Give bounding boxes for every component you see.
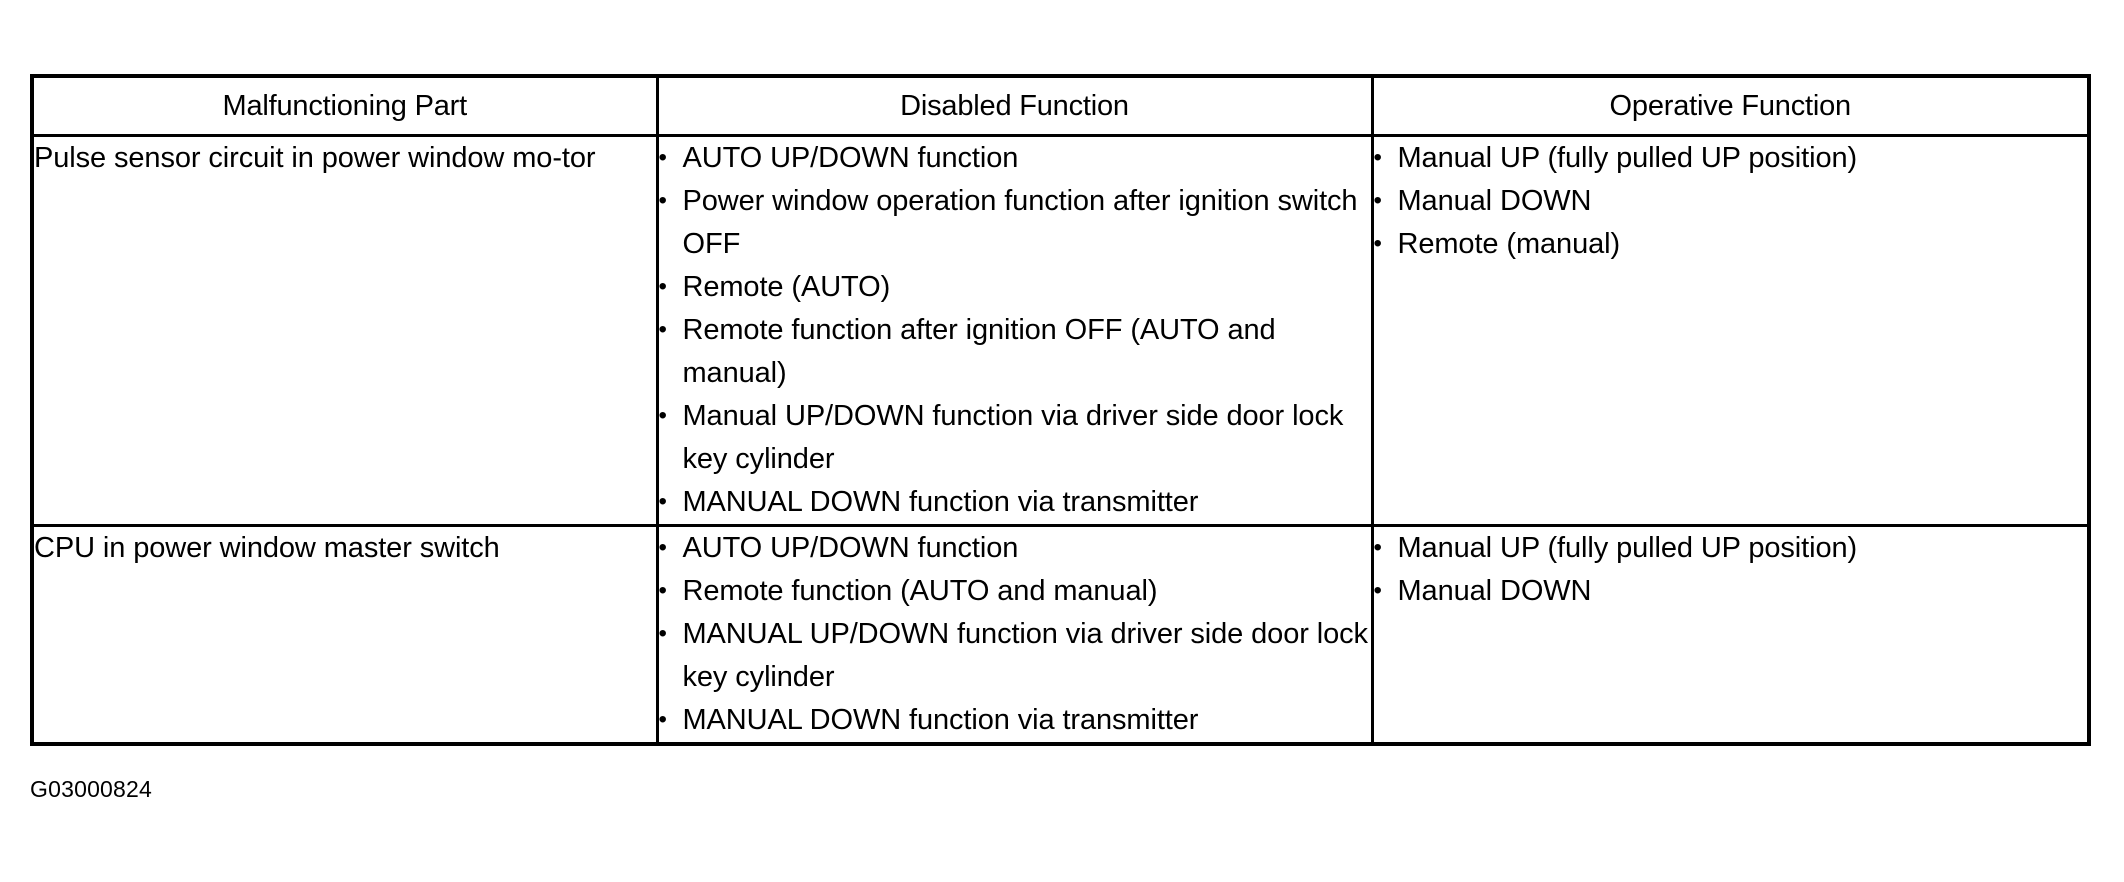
list-item: Remote (AUTO) xyxy=(659,265,1371,309)
table-row: CPU in power window master switch AUTO U… xyxy=(30,524,2091,746)
list-item: Manual DOWN xyxy=(1374,179,2088,223)
table-body: Pulse sensor circuit in power window mo-… xyxy=(30,134,2091,746)
list-item: AUTO UP/DOWN function xyxy=(659,136,1371,180)
list-item: MANUAL UP/DOWN function via driver side … xyxy=(659,612,1371,699)
list-item: Manual UP (fully pulled UP position) xyxy=(1374,136,2088,180)
figure-caption: G03000824 xyxy=(30,776,153,802)
malfunctioning-part-text: CPU in power window master switch xyxy=(34,532,500,564)
table-header: Malfunctioning Part Disabled Function Op… xyxy=(30,74,2091,137)
malfunction-function-table: Malfunctioning Part Disabled Function Op… xyxy=(30,74,2091,746)
operative-function-list: Manual UP (fully pulled UP position) Man… xyxy=(1374,526,2088,613)
disabled-function-list: AUTO UP/DOWN function Power window opera… xyxy=(659,136,1371,524)
cell-operative-function: Manual UP (fully pulled UP position) Man… xyxy=(1370,524,2091,746)
list-item: Power window operation function after ig… xyxy=(659,179,1371,266)
disabled-function-list: AUTO UP/DOWN function Remote function (A… xyxy=(659,526,1371,742)
cell-malfunctioning-part: Pulse sensor circuit in power window mo-… xyxy=(30,134,659,527)
list-item: Remote function (AUTO and manual) xyxy=(659,569,1371,613)
malfunctioning-part-text: Pulse sensor circuit in power window mo-… xyxy=(34,142,596,174)
cell-operative-function: Manual UP (fully pulled UP position) Man… xyxy=(1370,134,2091,527)
list-item: Manual UP/DOWN function via driver side … xyxy=(659,394,1371,481)
column-header-malfunctioning-part: Malfunctioning Part xyxy=(30,74,659,137)
table-header-row: Malfunctioning Part Disabled Function Op… xyxy=(30,74,2091,137)
column-header-operative-function: Operative Function xyxy=(1370,74,2091,137)
list-item: Remote (manual) xyxy=(1374,222,2088,266)
cell-disabled-function: AUTO UP/DOWN function Power window opera… xyxy=(655,134,1374,527)
list-item: MANUAL DOWN function via transmitter xyxy=(659,480,1371,524)
cell-malfunctioning-part: CPU in power window master switch xyxy=(30,524,659,746)
list-item: AUTO UP/DOWN function xyxy=(659,526,1371,570)
list-item: Remote function after ignition OFF (AUTO… xyxy=(659,308,1371,395)
cell-disabled-function: AUTO UP/DOWN function Remote function (A… xyxy=(655,524,1374,746)
list-item: Manual DOWN xyxy=(1374,569,2088,613)
column-header-disabled-function: Disabled Function xyxy=(655,74,1374,137)
operative-function-list: Manual UP (fully pulled UP position) Man… xyxy=(1374,136,2088,266)
list-item: Manual UP (fully pulled UP position) xyxy=(1374,526,2088,570)
table-row: Pulse sensor circuit in power window mo-… xyxy=(30,134,2091,527)
list-item: MANUAL DOWN function via transmitter xyxy=(659,698,1371,742)
